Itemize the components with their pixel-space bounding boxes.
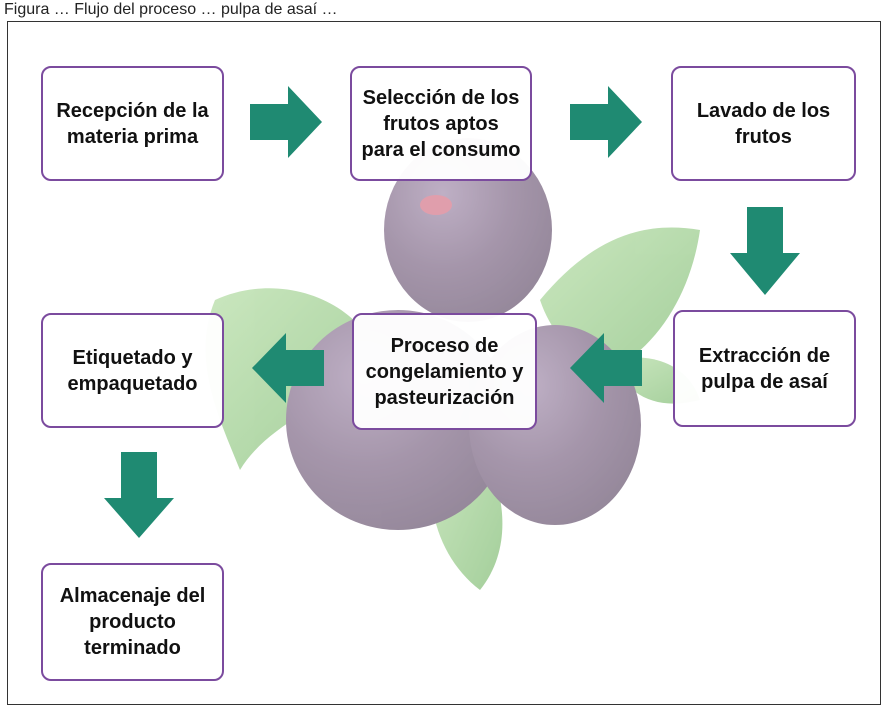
caption-strip: Figura … Flujo del proceso … pulpa de as… [0, 0, 888, 20]
step-almacenaje-label: Almacenaje del producto terminado [59, 585, 206, 659]
step-extraccion-label: Extracción de pulpa de asaí [698, 344, 831, 393]
arrow-left-icon [252, 333, 324, 403]
step-extraccion: Extracción de pulpa de asaí [673, 310, 856, 427]
arrow-down-icon [104, 452, 174, 538]
step-proceso: Proceso de congelamiento y pasteurizació… [352, 313, 537, 430]
step-proceso-label: Proceso de congelamiento y pasteurizació… [365, 334, 524, 409]
arrow-down-icon [730, 207, 800, 295]
arrow-left-icon [570, 333, 642, 403]
arrow-right-icon [570, 86, 642, 158]
step-recepcion: Recepción de la materia prima [41, 66, 224, 181]
step-almacenaje: Almacenaje del producto terminado [41, 563, 224, 681]
step-seleccion-label: Selección de los frutos aptos para el co… [361, 86, 521, 161]
step-etiquetado-label: Etiquetado y empaquetado [67, 346, 198, 395]
step-etiquetado: Etiquetado y empaquetado [41, 313, 224, 428]
step-recepcion-label: Recepción de la materia prima [56, 99, 209, 148]
caption-text: Figura … Flujo del proceso … pulpa de as… [4, 1, 338, 18]
step-lavado-label: Lavado de los frutos [696, 99, 831, 148]
arrow-right-icon [250, 86, 322, 158]
step-seleccion: Selección de los frutos aptos para el co… [350, 66, 532, 181]
step-lavado: Lavado de los frutos [671, 66, 856, 181]
